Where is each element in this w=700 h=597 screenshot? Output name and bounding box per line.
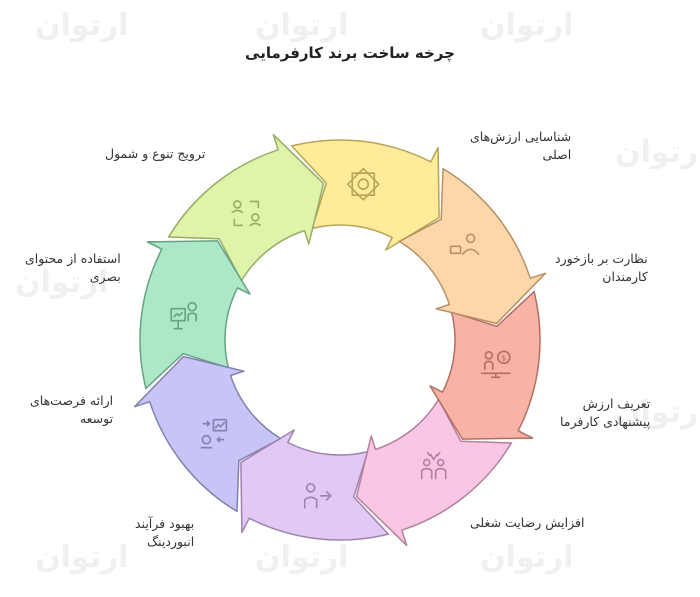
step-label-7: استفاده از محتوای بصری [25, 250, 121, 286]
cycle-segment-8 [167, 133, 325, 282]
development-icon [200, 418, 228, 449]
step-label-7-line2: بصری [89, 269, 121, 284]
step-label-5-line2: انبوردینگ [146, 534, 195, 549]
diagram-title: چرخه ساخت برند کارفرمایی [245, 44, 455, 62]
step-label-2-line1: نظارت بر بازخورد [555, 251, 648, 266]
onboarding-person-icon [303, 482, 332, 509]
step-label-4-line1: افزایش رضایت شغلی [470, 515, 585, 530]
step-label-3: تعریف ارزش پیشنهادی کارفرما [560, 395, 650, 431]
cycle-segment-6 [133, 355, 282, 513]
star-knot-icon [346, 167, 380, 201]
value-scale-icon: $ [480, 350, 511, 379]
step-label-6-line1: ارائه فرصت‌های [30, 393, 114, 408]
step-label-8-line1: ترویج تنوع و شمول [105, 146, 206, 161]
step-label-1: شناسایی ارزش‌های اصلی [470, 128, 571, 164]
cycle-segment-2 [398, 167, 547, 325]
step-label-1-line2: اصلی [542, 147, 572, 162]
cycle-segment-4 [355, 398, 513, 547]
step-label-1-line1: شناسایی ارزش‌های [470, 129, 572, 144]
step-label-2: نظارت بر بازخورد کارمندان [555, 250, 648, 286]
step-label-5: بهبود فرآیند انبوردینگ [135, 515, 194, 551]
step-label-2-line2: کارمندان [602, 269, 648, 284]
feedback-person-icon [449, 233, 480, 256]
diversity-exchange-icon [231, 200, 262, 227]
step-label-7-line1: استفاده از محتوای [25, 251, 121, 266]
svg-text:$: $ [501, 353, 506, 362]
high-five-icon [420, 451, 447, 480]
step-label-3-line2: پیشنهادی کارفرما [560, 414, 651, 429]
step-label-8: ترویج تنوع و شمول [105, 145, 205, 163]
presentation-icon [170, 301, 197, 330]
step-label-5-line1: بهبود فرآیند [135, 516, 195, 531]
step-label-3-line1: تعریف ارزش [582, 396, 651, 411]
cycle-segment-5 [240, 429, 390, 541]
step-label-6-line2: توسعه [79, 411, 114, 426]
step-label-4: افزایش رضایت شغلی [470, 514, 584, 532]
step-label-6: ارائه فرصت‌های توسعه [30, 392, 113, 428]
